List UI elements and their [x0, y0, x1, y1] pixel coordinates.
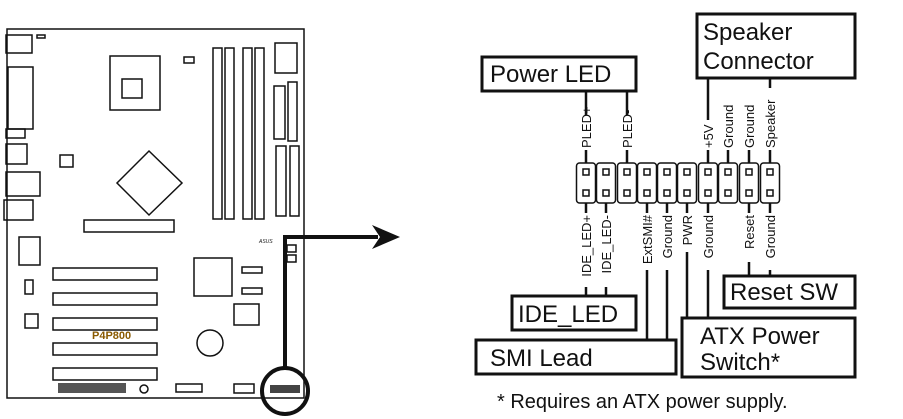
pin-column: [595, 162, 617, 204]
footnote: * Requires an ATX power supply.: [497, 391, 788, 413]
ide-led-box: IDE_LED: [510, 294, 638, 332]
bottom-pin-label: IDE_LED-: [599, 215, 614, 274]
top-pin-label: PLED-: [620, 110, 635, 148]
pin-column: [717, 162, 739, 204]
pin: [704, 168, 712, 176]
pin: [663, 189, 671, 197]
top-pin-label: PLED+: [579, 106, 594, 148]
pin: [766, 189, 774, 197]
pin-column: [759, 162, 781, 204]
asus-logo: ASUS: [258, 239, 273, 245]
pin: [766, 168, 774, 176]
pin: [643, 168, 651, 176]
highlight-circle: [260, 366, 310, 416]
pin: [724, 189, 732, 197]
pin: [663, 168, 671, 176]
pin: [602, 168, 610, 176]
arrow-head-icon: [372, 225, 400, 249]
ide-led-label: IDE_LED: [518, 301, 618, 328]
pin: [643, 189, 651, 197]
pin: [683, 168, 691, 176]
smi-lead-box: SMI Lead: [474, 338, 678, 376]
pin: [602, 189, 610, 197]
pin: [724, 168, 732, 176]
pin-column: [616, 162, 638, 204]
speaker-label-line2: Connector: [703, 48, 814, 75]
top-pin-labels: PLED+ PLED- +5V Ground Ground Speaker: [579, 99, 778, 148]
pin: [582, 168, 590, 176]
pin: [745, 189, 753, 197]
speaker-connector-box: Speaker Connector: [695, 12, 857, 80]
power-led-box: Power LED: [480, 55, 638, 93]
pin-column: [676, 162, 698, 204]
pin-column: [575, 162, 597, 204]
top-pin-label: +5V: [701, 124, 716, 148]
pin: [582, 189, 590, 197]
smi-lead-label: SMI Lead: [490, 345, 593, 372]
motherboard-layout: P4P800 ASUS: [3, 28, 305, 399]
pin: [745, 168, 753, 176]
pin: [683, 189, 691, 197]
reset-sw-label: Reset SW: [730, 279, 838, 306]
pin: [623, 168, 631, 176]
top-pin-label: Ground: [742, 105, 757, 148]
pointer-line: [283, 235, 378, 369]
top-pin-label: Ground: [721, 105, 736, 148]
board-model-label: P4P800: [92, 330, 131, 342]
pin: [623, 189, 631, 197]
power-led-label: Power LED: [490, 61, 611, 88]
atx-label-line1: ATX Power: [700, 323, 820, 350]
bottom-pin-label: Reset: [742, 215, 757, 249]
atx-label-line2: Switch*: [700, 349, 780, 376]
speaker-label-line1: Speaker: [703, 19, 792, 46]
panel-pin-header: [575, 162, 781, 204]
bottom-pin-labels: IDE_LED+ IDE_LED- ExtSMI# Ground PWR Ground Re…: [579, 214, 778, 277]
atx-power-switch-box: ATX Power Switch*: [680, 316, 857, 379]
bottom-pin-label: Ground: [701, 215, 716, 258]
pin-column: [656, 162, 678, 204]
reset-sw-box: Reset SW: [722, 274, 857, 310]
pin-column: [738, 162, 760, 204]
bottom-pin-label: ExtSMI#: [640, 214, 655, 264]
bottom-pin-label: PWR: [680, 215, 695, 245]
pin-column: [697, 162, 719, 204]
pin: [704, 189, 712, 197]
pin-column: [636, 162, 658, 204]
top-pin-label: Speaker: [763, 99, 778, 148]
bottom-pin-label: IDE_LED+: [579, 215, 594, 277]
bottom-pin-label: Ground: [763, 215, 778, 258]
bottom-pin-label: Ground: [660, 215, 675, 258]
